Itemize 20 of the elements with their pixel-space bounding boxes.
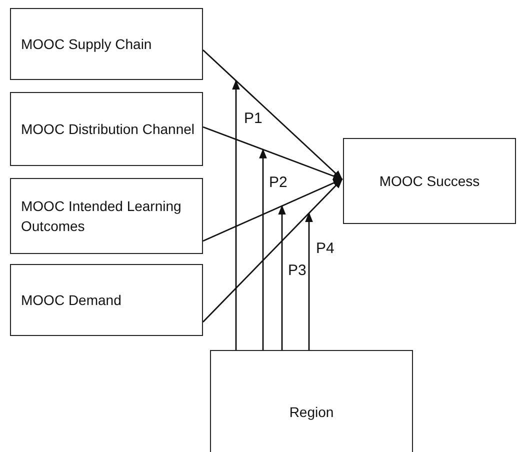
text-box <box>210 350 413 452</box>
box-label: Region <box>289 402 334 422</box>
box-label: MOOC Success <box>379 172 480 191</box>
box-label: MOOC Demand <box>21 290 122 310</box>
arrow <box>305 212 313 350</box>
arrow <box>278 204 286 350</box>
box-label: MOOC Intended Learning Outcomes <box>21 196 182 236</box>
arrow <box>232 80 240 350</box>
text-box <box>10 8 203 80</box>
text-box <box>10 92 203 166</box>
arrow <box>202 178 343 242</box>
text-box <box>10 178 203 254</box>
box-label: MOOC Supply Chain <box>21 34 152 54</box>
arrow <box>202 126 343 180</box>
arrow <box>259 148 267 350</box>
box-label: MOOC Distribution Channel <box>21 120 195 139</box>
arrow <box>202 49 343 180</box>
arrow <box>202 178 343 322</box>
text-box <box>343 138 516 224</box>
text-box <box>10 264 203 336</box>
